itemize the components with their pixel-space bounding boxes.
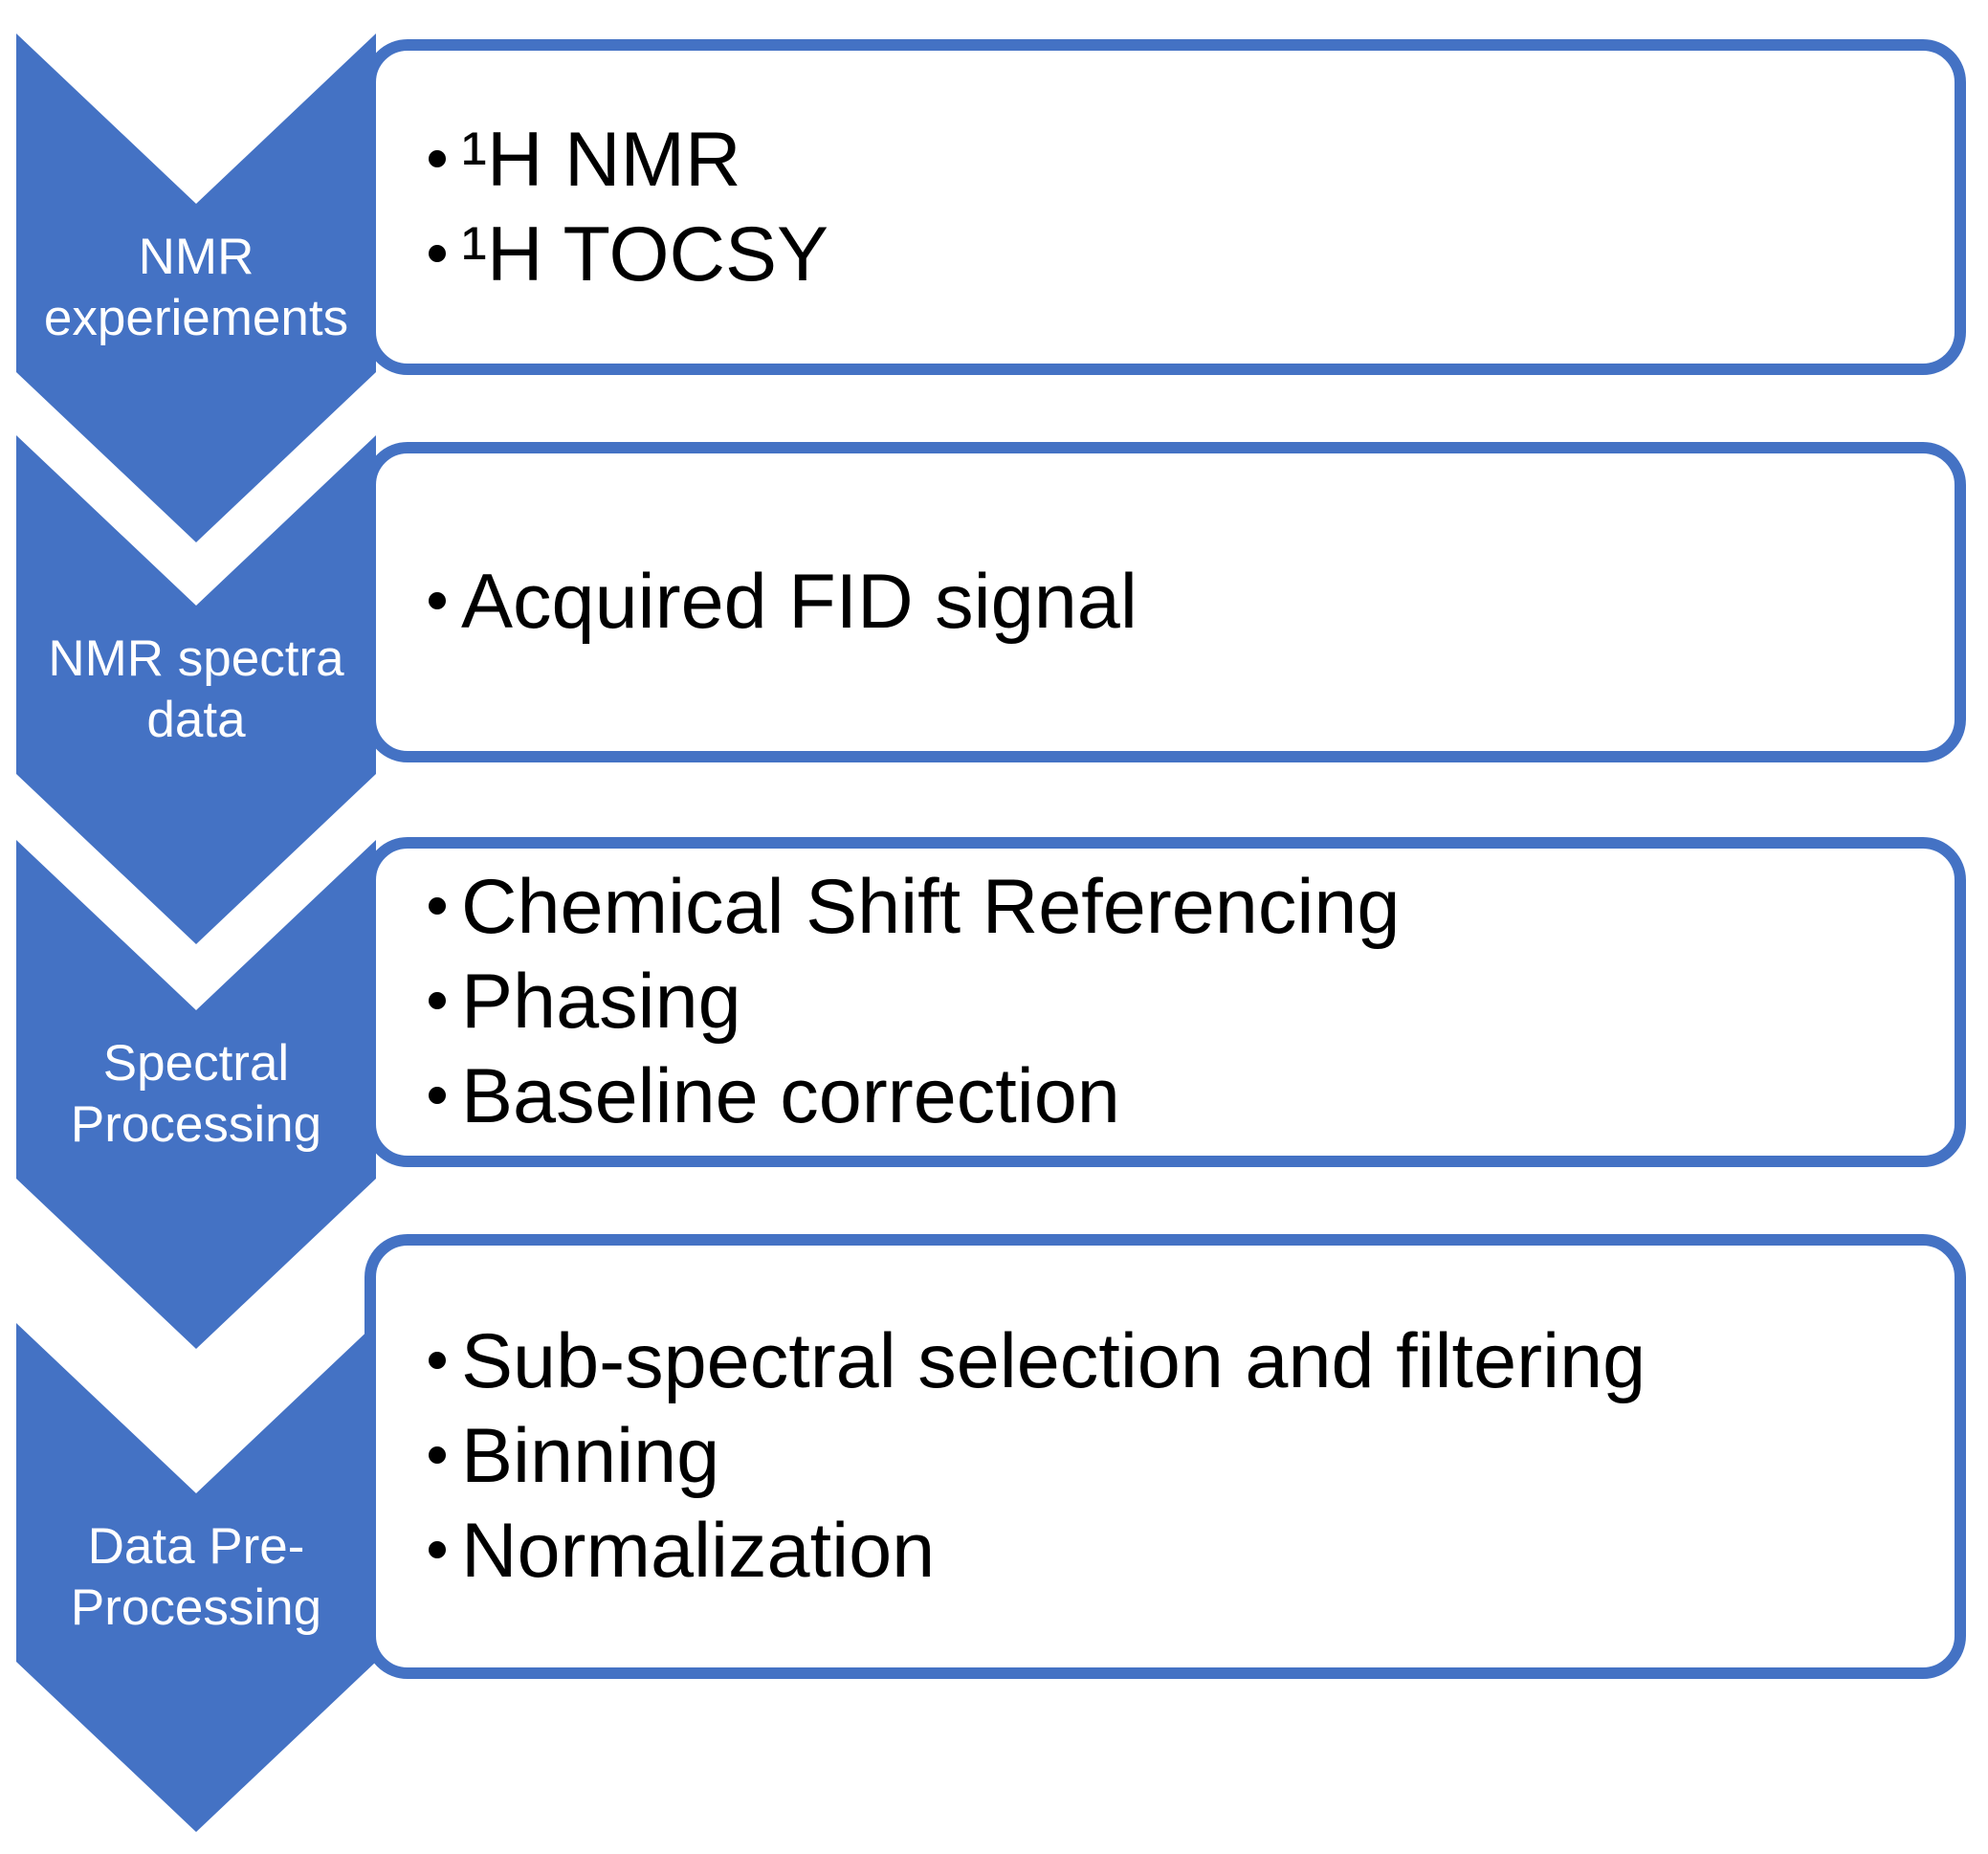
chevron-label-line: Processing: [70, 1096, 322, 1153]
chevron-label-line: data: [146, 692, 246, 748]
bullet-dot-icon: [429, 1352, 446, 1369]
chevron-label: NMR spectra data: [16, 606, 376, 774]
bullet-dot-icon: [429, 244, 446, 262]
bullet-text: Normalization: [461, 1508, 936, 1594]
chevron-label-line: Processing: [70, 1579, 322, 1636]
chevron-label: Data Pre- Processing: [16, 1493, 376, 1662]
panel-nmr-experiments: ¹H NMR ¹H TOCSY: [364, 39, 1966, 375]
bullet-item: ¹H TOCSY: [429, 208, 1926, 302]
bullet-text: Sub-spectral selection and filtering: [461, 1318, 1646, 1404]
chevron-label: NMR experiements: [16, 204, 376, 372]
chevron-label: Spectral Processing: [16, 1010, 376, 1179]
chevron-label-line: experiements: [43, 290, 349, 346]
bullet-text: Binning: [461, 1413, 720, 1499]
bullet-item: Binning: [429, 1409, 1926, 1504]
bullet-dot-icon: [429, 149, 446, 167]
bullet-dot-icon: [429, 592, 446, 609]
bullet-item: Acquired FID signal: [429, 555, 1926, 650]
bullet-item: ¹H NMR: [429, 113, 1926, 208]
bullet-text: Baseline correction: [461, 1053, 1120, 1139]
panel-spectral-processing: Chemical Shift Referencing Phasing Basel…: [364, 837, 1966, 1167]
bullet-dot-icon: [429, 1087, 446, 1104]
bullet-item: Normalization: [429, 1504, 1926, 1599]
chevron-down-icon chevron-step-nmr-experiments: NMR experiements: [16, 33, 376, 542]
bullet-dot-icon: [429, 1541, 446, 1558]
bullet-text: Acquired FID signal: [461, 559, 1138, 645]
chevron-label-line: NMR spectra: [48, 630, 344, 687]
bullet-item: Baseline correction: [429, 1049, 1926, 1144]
bullet-item: Phasing: [429, 955, 1926, 1049]
bullet-item: Sub-spectral selection and filtering: [429, 1314, 1926, 1409]
bullet-text: Chemical Shift Referencing: [461, 864, 1401, 950]
panel-nmr-spectra-data: Acquired FID signal: [364, 442, 1966, 762]
chevron-label-line: NMR: [138, 229, 254, 285]
bullet-text: ¹H NMR: [461, 116, 741, 203]
chevron-label-line: Data Pre-: [87, 1518, 305, 1575]
bullet-dot-icon: [429, 992, 446, 1009]
chevron-down-icon chevron-step-data-pre-processing: Data Pre- Processing: [16, 1323, 376, 1832]
bullet-item: Chemical Shift Referencing: [429, 860, 1926, 955]
bullet-dot-icon: [429, 897, 446, 915]
bullet-dot-icon: [429, 1446, 446, 1464]
bullet-text: ¹H TOCSY: [461, 210, 829, 298]
panel-data-pre-processing: Sub-spectral selection and filtering Bin…: [364, 1234, 1966, 1679]
chevron-label-line: Spectral: [102, 1035, 290, 1092]
bullet-text: Phasing: [461, 959, 741, 1045]
